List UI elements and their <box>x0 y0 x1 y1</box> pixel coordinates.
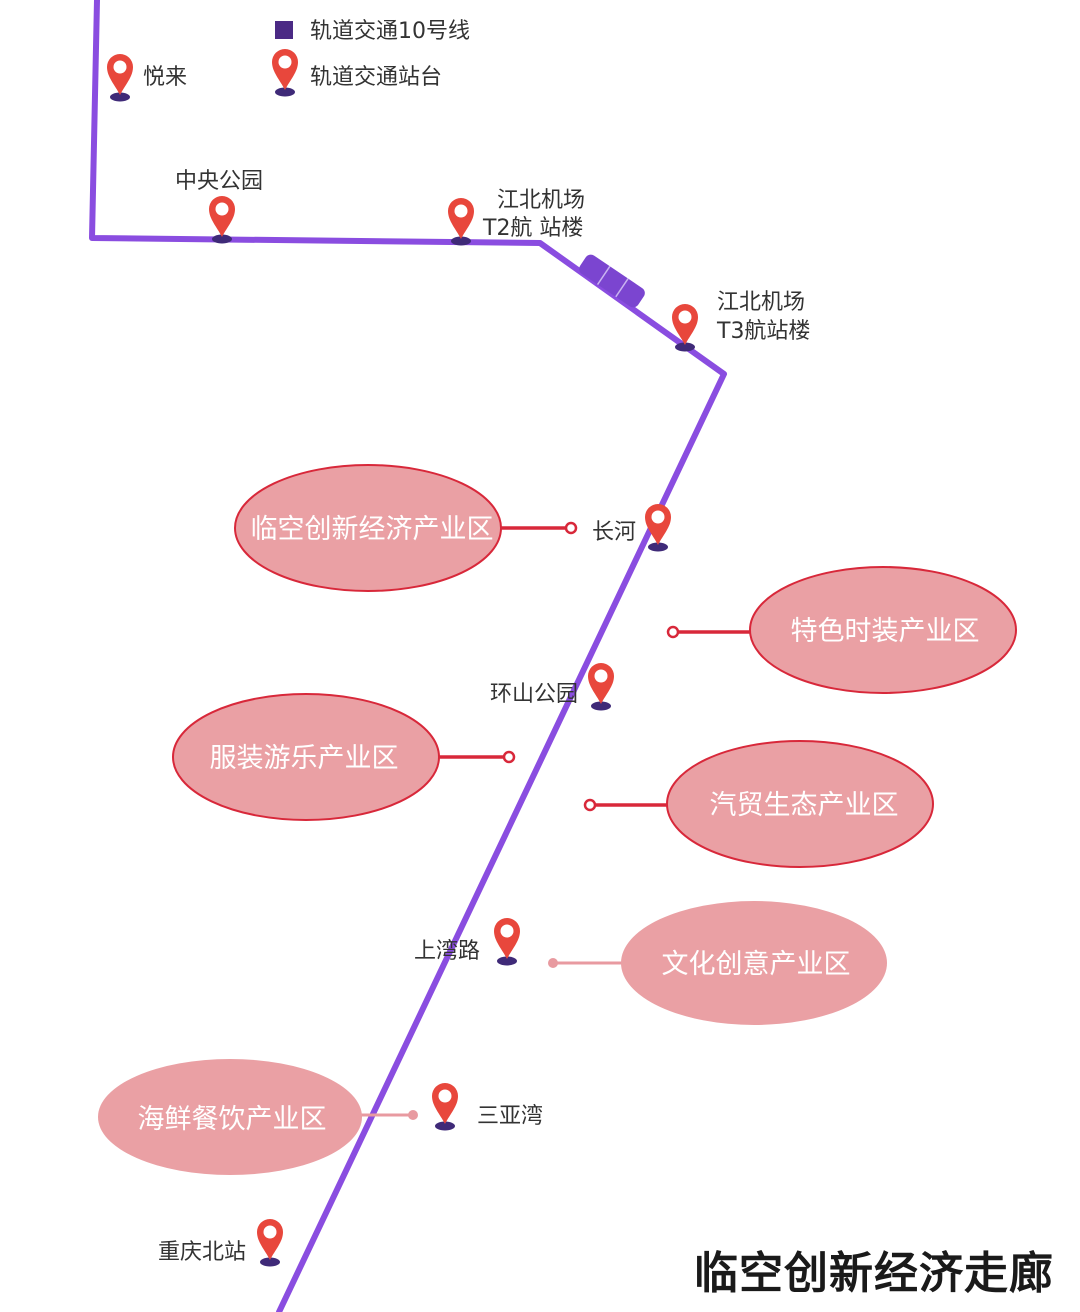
legend-line-swatch <box>275 21 293 39</box>
zone-clothing-amusement: 服装游乐产业区 <box>172 693 516 821</box>
zone-connector-dot <box>502 750 516 764</box>
station-pin-icon <box>588 663 614 711</box>
station-airport-t2: 江北机场 T2航 站楼 <box>448 188 585 246</box>
zone-connector-dot <box>666 625 680 639</box>
zone-label: 特色时装产业区 <box>791 616 980 647</box>
station-label: T2航 站楼 <box>482 216 583 241</box>
station-label: 悦来 <box>143 65 187 90</box>
station-label: 江北机场 <box>717 290 805 315</box>
legend-station-pin-icon <box>272 49 298 97</box>
zone-connector-dot <box>583 798 597 812</box>
legend-station-label: 轨道交通站台 <box>310 65 442 90</box>
station-pin-icon <box>494 918 520 966</box>
zone-ellipse <box>666 740 934 868</box>
station-zhongyang-park: 中央公园 <box>175 169 263 244</box>
zone-linkong-innovation: 临空创新经济产业区 <box>234 464 578 592</box>
legend-line-label: 轨道交通10号线 <box>310 19 470 44</box>
station-sanya-bay: 三亚湾 <box>432 1083 543 1131</box>
station-pin-icon <box>448 198 474 246</box>
airport-terminal-icon <box>579 254 645 308</box>
station-label: 重庆北站 <box>158 1240 246 1265</box>
metro-line-10 <box>89 0 727 1312</box>
station-pin-icon <box>672 304 698 352</box>
zone-label: 文化创意产业区 <box>662 949 851 980</box>
station-chongqing-north: 重庆北站 <box>158 1219 283 1267</box>
station-label: 环山公园 <box>490 682 578 707</box>
station-label: 江北机场 <box>497 188 585 213</box>
station-airport-t3: 江北机场 T3航站楼 <box>672 290 810 352</box>
station-pin-icon <box>645 504 671 552</box>
zone-connector-dot <box>408 1110 418 1120</box>
zone-ellipse <box>98 1059 362 1175</box>
station-pin-icon <box>107 54 133 102</box>
zone-ellipse <box>172 693 440 821</box>
zone-ellipse <box>621 901 887 1025</box>
zone-connector-dot <box>548 958 558 968</box>
zone-connector-dot <box>564 521 578 535</box>
map-title: 临空创新经济走廊 <box>694 1248 1054 1299</box>
station-pin-icon <box>432 1083 458 1131</box>
station-label: 上湾路 <box>414 939 480 964</box>
zone-label: 汽贸生态产业区 <box>710 790 899 821</box>
zone-label: 临空创新经济产业区 <box>251 514 494 545</box>
zone-label: 服装游乐产业区 <box>210 743 399 774</box>
station-yuelai: 悦来 <box>107 54 187 102</box>
zone-seafood-dining: 海鲜餐饮产业区 <box>98 1059 418 1175</box>
zone-cultural-creative: 文化创意产业区 <box>548 901 887 1025</box>
station-pin-icon <box>257 1219 283 1267</box>
station-label: T3航站楼 <box>716 319 810 344</box>
zone-fashion: 特色时装产业区 <box>666 566 1017 694</box>
station-label: 中央公园 <box>175 169 263 194</box>
station-label: 三亚湾 <box>477 1104 543 1129</box>
station-huanshan-park: 环山公园 <box>490 663 614 711</box>
zone-auto-trade-eco: 汽贸生态产业区 <box>583 740 934 868</box>
zone-label: 海鲜餐饮产业区 <box>138 1104 327 1135</box>
station-label: 长河 <box>592 520 636 545</box>
zone-ellipse <box>749 566 1017 694</box>
station-shangwan-road: 上湾路 <box>414 918 520 966</box>
zone-ellipse <box>234 464 502 592</box>
station-changhe: 长河 <box>592 504 671 552</box>
